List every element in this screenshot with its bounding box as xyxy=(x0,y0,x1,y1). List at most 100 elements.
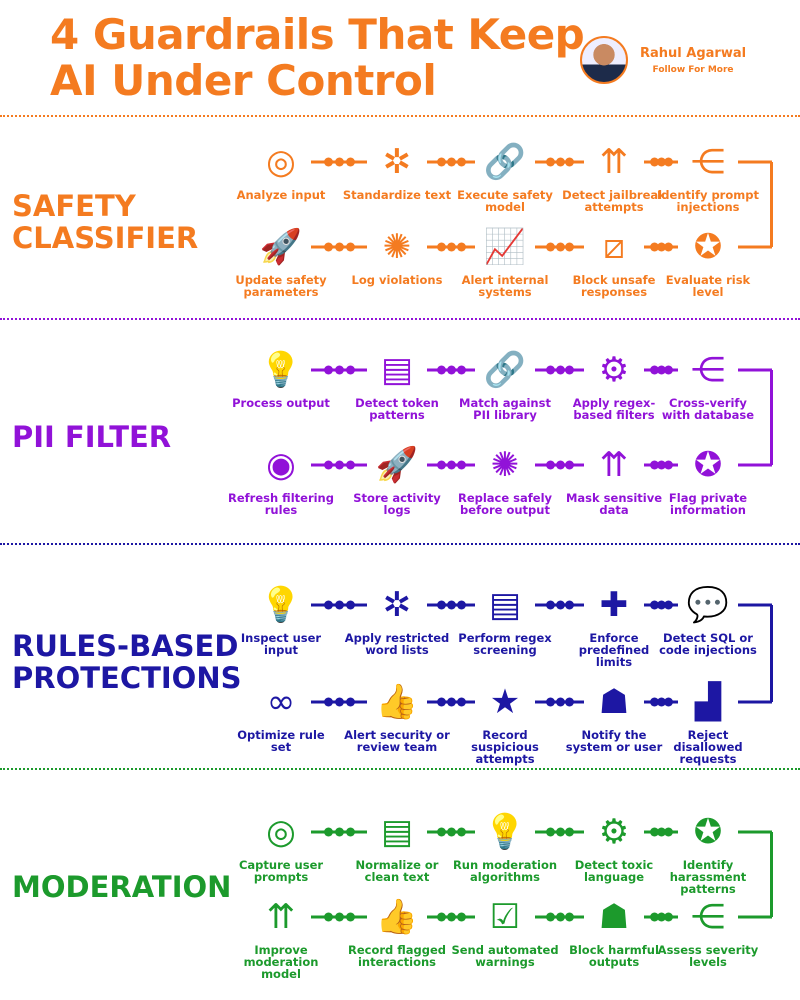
link-icon: 🔗 xyxy=(483,350,527,390)
connector-dot xyxy=(437,157,447,167)
connector-dot xyxy=(456,460,466,470)
connector-dot xyxy=(335,827,344,837)
connector xyxy=(738,463,772,467)
step-label: Mask sensitive data xyxy=(565,491,663,517)
wrench-gear-icon: ⚙ xyxy=(598,350,630,390)
step-label: Apply restricted word lists xyxy=(344,631,450,657)
connector-dot xyxy=(335,460,344,470)
connector-dot xyxy=(437,460,447,470)
connector-dot xyxy=(447,460,456,470)
meeting-icon: ☗ xyxy=(598,682,630,722)
step: 🔗 Match against PII library xyxy=(450,347,560,421)
connector-dot xyxy=(657,827,666,837)
connector-dot xyxy=(456,827,466,837)
connector-dot xyxy=(545,697,555,707)
connector-dot xyxy=(335,697,344,707)
connector-dot xyxy=(456,242,466,252)
page-title: 4 Guardrails That Keep AI Under Control xyxy=(50,10,585,104)
brain-icon: ✪ xyxy=(693,227,723,267)
step: 👍Alert security or review team xyxy=(342,679,452,753)
connector-dot xyxy=(346,827,356,837)
target-icon: ◎ xyxy=(266,812,296,852)
connector xyxy=(535,600,584,610)
target-icon: ◎ xyxy=(266,142,296,182)
stairs-icon: ▟ xyxy=(694,682,722,722)
step-label: Record flagged interactions xyxy=(347,943,447,969)
step: ⧄Block unsafe responses xyxy=(559,224,669,298)
connector-dot xyxy=(456,912,466,922)
connector-dot xyxy=(437,697,447,707)
connector xyxy=(427,365,475,375)
infinity-clock-icon: ∞ xyxy=(266,682,296,722)
connector-dot xyxy=(323,242,333,252)
connector-dot xyxy=(657,697,666,707)
step: 🔗 Execute safety model xyxy=(450,139,560,213)
connector-dot xyxy=(650,912,660,922)
connector xyxy=(738,368,772,372)
step-label: Optimize rule set xyxy=(237,728,325,754)
connector-dot xyxy=(447,157,456,167)
eye-icon: ◉ xyxy=(266,445,296,485)
link-icon: 🔗 xyxy=(483,142,527,182)
step-label: Cross-verify with database xyxy=(661,396,755,422)
share-icon: ⋲ xyxy=(691,897,725,937)
step: ☑Send automated warnings xyxy=(450,894,560,968)
connector-dot xyxy=(335,157,344,167)
step: ◉Refresh filtering rules xyxy=(226,442,336,516)
step-label: Standardize text xyxy=(342,188,452,202)
step-label: Alert security or review team xyxy=(344,728,450,754)
step: 💡Process output xyxy=(226,347,336,409)
connector xyxy=(738,700,772,704)
section-title-line: RULES-BASED xyxy=(12,629,239,663)
step-label: Improve moderation model xyxy=(243,943,319,981)
connector-dot xyxy=(565,912,575,922)
share-icon: ⋲ xyxy=(691,350,725,390)
connector xyxy=(644,460,678,470)
connector-dot xyxy=(663,827,673,837)
connector-dot xyxy=(565,365,575,375)
connector-dot xyxy=(663,365,673,375)
puzzle-icon: ✚ xyxy=(599,585,629,625)
connector-dot xyxy=(456,697,466,707)
connector-dot xyxy=(437,365,447,375)
slash-icon: ⧄ xyxy=(603,227,625,267)
step-label: Match against PII library xyxy=(459,396,551,422)
step: ✚Enforce predefined limits xyxy=(559,582,669,668)
title-line-1: 4 Guardrails That Keep xyxy=(50,10,585,59)
step-label: Replace safely before output xyxy=(457,491,553,517)
section-title-line: PII FILTER xyxy=(12,420,172,454)
rocket-icon: 🚀 xyxy=(259,227,303,267)
connector xyxy=(427,242,475,252)
step: ✪Flag private information xyxy=(653,442,763,516)
connector-dot xyxy=(555,697,565,707)
step-label: Identify prompt injections xyxy=(657,188,759,214)
connector-dot xyxy=(555,827,565,837)
connector-dot xyxy=(545,157,555,167)
connector-dot xyxy=(346,600,356,610)
step: ⋲Assess severity levels xyxy=(653,894,763,968)
step-label: Identify harassment patterns xyxy=(669,858,747,896)
connector-dot xyxy=(663,460,673,470)
connector xyxy=(535,365,584,375)
connector-dot xyxy=(323,157,333,167)
connector-dot xyxy=(545,912,555,922)
connector-dot xyxy=(657,460,666,470)
connector-dot xyxy=(565,827,575,837)
connector-dot xyxy=(565,157,575,167)
connector-dot xyxy=(555,600,565,610)
connector-dot xyxy=(346,460,356,470)
step: ✺Log violations xyxy=(342,224,452,286)
connector xyxy=(311,697,367,707)
connector-dot xyxy=(663,697,673,707)
step: 💡Run moderation algorithms xyxy=(450,809,560,883)
connector-dot xyxy=(555,460,565,470)
step-label: Execute safety model xyxy=(457,188,553,214)
cards-icon: ▤ xyxy=(380,350,414,390)
connector xyxy=(311,912,367,922)
connector-dot xyxy=(437,600,447,610)
connector-dot xyxy=(650,600,660,610)
connector xyxy=(738,160,772,164)
connector-dot xyxy=(555,242,565,252)
vertical-connector xyxy=(770,832,773,917)
